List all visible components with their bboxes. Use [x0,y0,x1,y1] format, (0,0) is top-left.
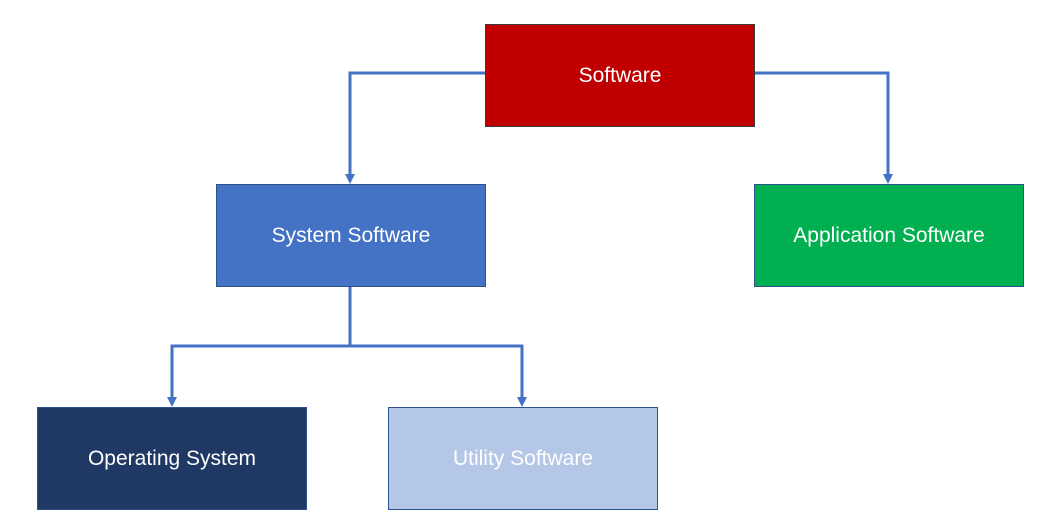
node-application-software-label: Application Software [793,223,985,247]
edge-system-to-os [167,287,352,407]
node-operating-system: Operating System [37,407,307,510]
node-utility-software-label: Utility Software [452,446,594,470]
node-utility-software: Utility Software [388,407,658,510]
edge-software-to-system [345,71,485,184]
node-software-label: Software [578,63,662,87]
node-operating-system-label: Operating System [87,446,257,470]
node-system-software: System Software [216,184,486,287]
node-software: Software [485,24,755,127]
node-system-software-label: System Software [271,223,431,247]
edge-system-to-utility [350,344,527,407]
node-application-software: Application Software [754,184,1024,287]
edge-software-to-application [755,71,893,184]
